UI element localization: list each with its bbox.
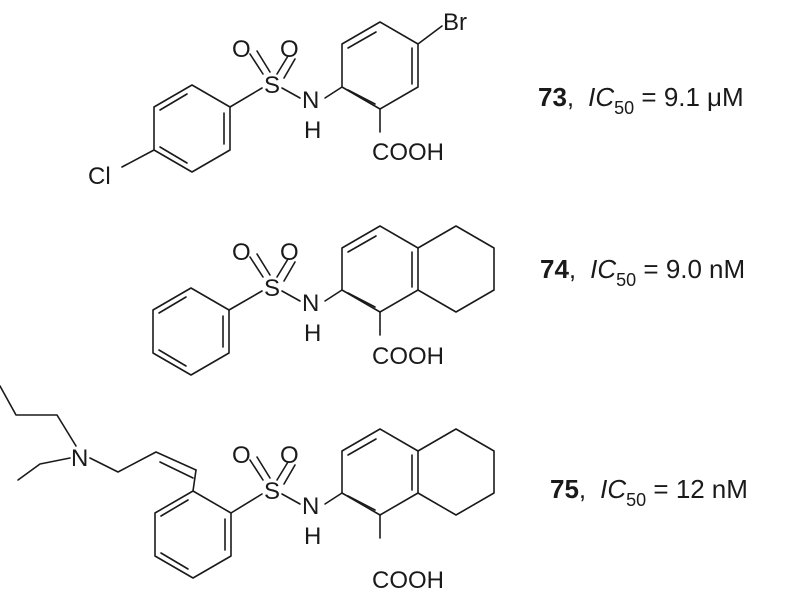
atom-hydrogen: H (304, 320, 321, 347)
atom-oxygen: O (232, 239, 251, 266)
ic50-unit: μM (707, 82, 744, 112)
atom-nitrogen: N (302, 87, 319, 114)
bromobenzoic-ring (341, 21, 419, 110)
ic50-unit: nM (709, 254, 745, 284)
ic50-value: 9.0 (666, 254, 702, 284)
atom-nitrogen: N (302, 290, 319, 317)
ic50-unit: nM (712, 474, 748, 504)
atom-sulfur: S (264, 478, 280, 505)
ethyl-chain (0, 385, 77, 447)
ic50-value: 9.1 (664, 82, 700, 112)
tetralin-saturated-ring (417, 428, 495, 516)
equals-sign: = (636, 254, 666, 284)
atom-oxygen: O (280, 36, 299, 63)
atom-oxygen: O (232, 36, 251, 63)
ic-label: IC (590, 254, 616, 284)
benzene-ring (154, 490, 232, 579)
allyl-chain (89, 451, 197, 473)
atom-hydrogen: H (304, 523, 321, 550)
separator: , (567, 82, 574, 112)
compound-number: 74 (540, 254, 569, 284)
tetralin-aromatic-ring (341, 428, 419, 516)
compound-number: 75 (550, 474, 579, 504)
atom-bromine: Br (443, 9, 467, 36)
atom-sulfur: S (264, 72, 280, 99)
atom-hydrogen: H (304, 117, 321, 144)
phenyl-ring (152, 287, 230, 376)
separator: , (579, 474, 586, 504)
ic-label: IC (600, 474, 626, 504)
compound-74-structure: O O S N H COOH (152, 225, 495, 376)
atom-sulfur: S (264, 275, 280, 302)
atom-nitrogen: N (302, 493, 319, 520)
atom-oxygen: O (232, 442, 251, 469)
compound-number: 73 (538, 82, 567, 112)
ethyl-chain (17, 457, 71, 481)
compound-75-structure: N O O S N H COOH (0, 385, 495, 594)
tetralin-aromatic-ring (341, 225, 419, 313)
separator: , (569, 254, 576, 284)
carboxylic-acid-group: COOH (372, 139, 444, 166)
ic50-value: 12 (676, 474, 705, 504)
carboxylic-acid-group: COOH (372, 567, 444, 594)
ic-subscript: 50 (616, 270, 636, 290)
equals-sign: = (646, 474, 676, 504)
atom-oxygen: O (280, 239, 299, 266)
tetralin-saturated-ring (417, 225, 495, 313)
atom-oxygen: O (280, 442, 299, 469)
chlorophenyl-ring (153, 84, 231, 173)
ic-subscript: 50 (614, 98, 634, 118)
compound-73-structure: O O S N H Br Cl COOH (88, 9, 467, 190)
ic-label: IC (588, 82, 614, 112)
equals-sign: = (634, 82, 664, 112)
atom-nitrogen: N (71, 445, 88, 472)
carboxylic-acid-group: COOH (372, 343, 444, 370)
atom-chlorine: Cl (88, 163, 111, 190)
ic-subscript: 50 (626, 490, 646, 510)
